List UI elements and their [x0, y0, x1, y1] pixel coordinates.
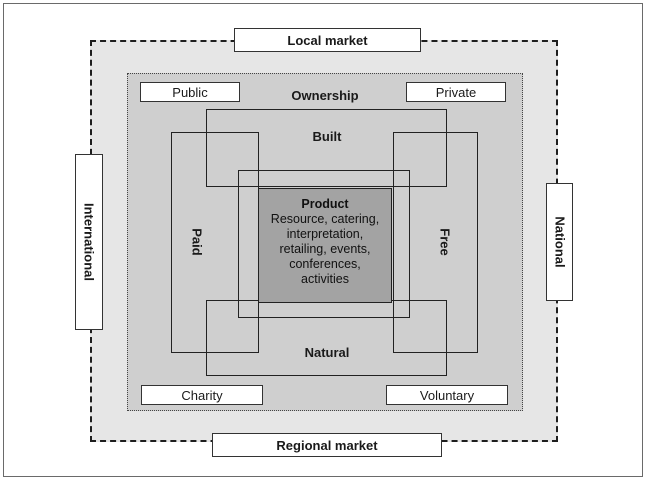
regional-market-label: Regional market	[212, 433, 442, 457]
paid-label: Paid	[189, 228, 205, 256]
voluntary-label: Voluntary	[386, 385, 508, 405]
built-label: Built	[312, 129, 342, 144]
national-label: National	[552, 216, 567, 268]
product-line: conferences,	[289, 257, 361, 271]
charity-label: Charity	[141, 385, 263, 405]
international-label-box	[75, 154, 103, 330]
built-box	[206, 109, 447, 187]
ownership-title: Ownership	[291, 88, 359, 103]
local-market-label: Local market	[234, 28, 421, 52]
public-label: Public	[140, 82, 240, 102]
national-label-box	[546, 183, 573, 301]
product-line: activities	[301, 272, 349, 286]
product-line: Resource, catering,	[270, 212, 380, 226]
international-label: International	[81, 202, 97, 282]
free-label: Free	[437, 228, 453, 256]
product-box: Product Resource, catering, interpretati…	[258, 188, 392, 303]
natural-label: Natural	[304, 345, 350, 360]
product-line: retailing, events,	[279, 242, 371, 256]
free-box	[393, 132, 478, 353]
product-line: interpretation,	[286, 227, 364, 241]
center-frame	[238, 170, 410, 318]
private-label: Private	[406, 82, 506, 102]
product-title: Product	[301, 197, 349, 211]
